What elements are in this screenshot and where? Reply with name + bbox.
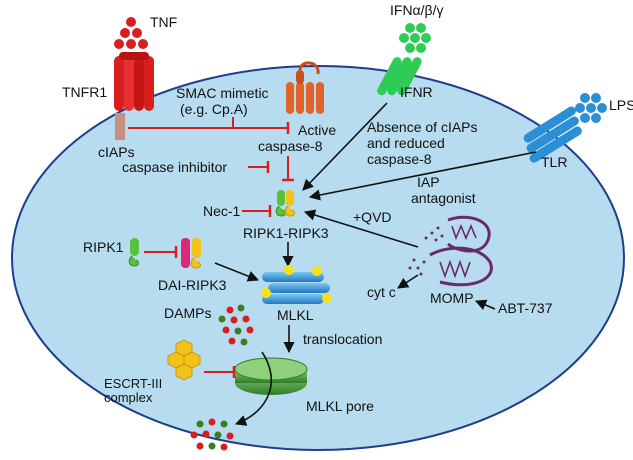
cell-membrane — [11, 65, 625, 451]
ifnr-label: IFNR — [400, 84, 433, 100]
dai-ripk3-label: DAI-RIPK3 — [158, 277, 227, 293]
ifn-label: IFNα/β/γ — [390, 2, 443, 18]
iap-label-2: antagonist — [411, 190, 476, 206]
translocation-label: translocation — [303, 331, 382, 347]
tnfr1-receptor — [114, 52, 154, 111]
ciaps-label: cIAPs — [98, 144, 135, 160]
momp-label: MOMP — [430, 290, 474, 306]
tlr-receptor — [523, 106, 582, 163]
ripk1-ripk3-complex — [275, 190, 295, 217]
momp-to-cytc-arrow — [397, 274, 419, 289]
ifn-ligand — [399, 23, 431, 53]
dai-to-mlkl-arrow — [214, 262, 260, 282]
tnfr1-label: TNFR1 — [62, 84, 107, 100]
damps-cluster-inside — [218, 304, 254, 346]
cytc-label: cyt c — [367, 284, 396, 300]
ifnr-to-ripk-arrow — [302, 102, 388, 191]
lps-ligand — [575, 93, 607, 123]
ciaps-bar — [115, 113, 125, 140]
escrt-label-2: complex — [104, 390, 153, 405]
abt-to-momp-arrow — [474, 299, 496, 311]
mlkl-label: MLKL — [277, 307, 314, 323]
damps-release-arrow — [234, 351, 272, 426]
qvd-label: +QVD — [353, 209, 392, 225]
absence-line-2: and reduced — [367, 135, 445, 151]
qvd-to-ripk-arrow — [303, 209, 419, 248]
iap-antagonist-dots — [424, 226, 444, 242]
caspase8-label: caspase-8 — [258, 138, 323, 154]
escrt-iii-complex — [167, 339, 201, 381]
mlkl-oligomer — [261, 265, 332, 304]
mlkl-pore-label: MLKL pore — [306, 398, 374, 414]
mitochondria — [429, 215, 493, 287]
caspase-inhibitor-label: caspase inhibitor — [122, 159, 227, 175]
ripk1-ripk3-label: RIPK1-RIPK3 — [243, 225, 329, 241]
nec1-label: Nec-1 — [203, 203, 241, 219]
iap-label-1: IAP — [417, 174, 440, 190]
damps-label: DAMPs — [164, 305, 211, 321]
damps-cluster-released — [190, 418, 234, 451]
escrt-label-1: ESCRT-III — [104, 376, 162, 391]
tlr-label: TLR — [541, 154, 567, 170]
active-label: Active — [298, 122, 336, 138]
caspase-8-protein — [286, 61, 324, 114]
abt-label: ABT-737 — [498, 300, 553, 316]
smac-label: SMAC mimetic — [176, 85, 269, 101]
tlr-to-ripk-arrow — [308, 151, 537, 201]
ifnr-receptor — [377, 57, 422, 96]
ripk1-protein — [128, 238, 139, 267]
dai-ripk3-complex — [181, 238, 201, 269]
absence-line-1: Absence of cIAPs — [367, 119, 478, 135]
ripk1-label: RIPK1 — [83, 239, 124, 255]
tnf-label: TNF — [150, 14, 177, 30]
smac-example-label: (e.g. Cp.A) — [180, 101, 248, 117]
absence-line-3: caspase-8 — [367, 151, 432, 167]
lps-label: LPS — [609, 97, 633, 113]
cyt-c-dots — [408, 258, 426, 276]
tnf-ligand — [114, 17, 148, 49]
